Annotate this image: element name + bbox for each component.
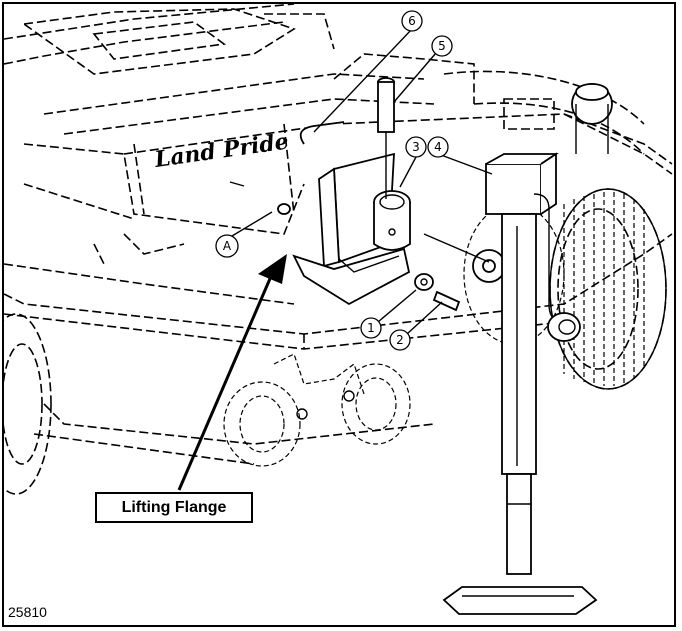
svg-text:2: 2 (396, 333, 404, 347)
svg-text:4: 4 (434, 140, 442, 154)
jack-sleeve (373, 190, 411, 251)
callout-1: 1 (360, 317, 382, 339)
rear-tire (549, 188, 667, 390)
diagram-frame: .d { fill: none; stroke: #000; stroke-wi… (2, 2, 676, 627)
svg-text:6: 6 (408, 14, 416, 28)
svg-text:1: 1 (367, 321, 375, 335)
jack-stand (423, 152, 598, 615)
lifting-flange-label: Lifting Flange (95, 492, 253, 523)
callout-3: 3 (405, 136, 427, 158)
callout-6: 6 (401, 10, 423, 32)
svg-text:A: A (223, 239, 232, 253)
callout-a: A (215, 234, 239, 258)
callout-5: 5 (431, 35, 453, 57)
hardware (229, 181, 461, 312)
mower-jack-illustration: .d { fill: none; stroke: #000; stroke-wi… (4, 4, 673, 615)
callout-leaders (226, 28, 493, 335)
mower-deck (4, 4, 673, 495)
brand-text: Land Pride (152, 128, 290, 173)
pin-and-clip (299, 77, 395, 199)
figure-number: 25810 (8, 604, 47, 620)
svg-text:5: 5 (438, 39, 446, 53)
svg-text:3: 3 (412, 140, 420, 154)
callout-4: 4 (427, 136, 449, 158)
lifting-flange-arrow (177, 254, 287, 491)
callout-2: 2 (389, 329, 411, 351)
caster-wheels (223, 353, 411, 467)
